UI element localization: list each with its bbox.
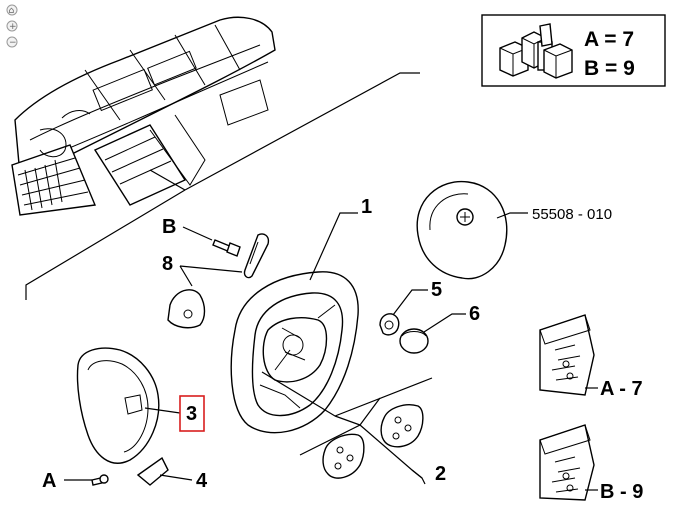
legend-line-b: B = 9 — [584, 57, 635, 80]
leader-6 — [423, 313, 466, 333]
leader-3 — [144, 407, 181, 414]
label-kit-a: A - 7 — [600, 378, 643, 400]
part-5-nut[interactable] — [379, 313, 400, 336]
zoom-in-button[interactable]: + — [6, 20, 18, 32]
home-icon: ⌂ — [9, 6, 15, 16]
steering-wheel[interactable] — [230, 271, 359, 434]
leader-1 — [309, 212, 358, 281]
label-bolt-b: B — [162, 216, 176, 238]
leader-bolt-b — [182, 226, 213, 241]
fastener-kit-a[interactable] — [539, 314, 595, 396]
label-part-2: 2 — [435, 463, 446, 485]
label-kit-b: B - 9 — [600, 481, 643, 503]
part-8-clip[interactable] — [243, 233, 270, 279]
zoom-fit-button[interactable]: ⌂ — [6, 4, 18, 16]
part-3-trim[interactable] — [76, 347, 160, 464]
dashboard-illustration — [11, 16, 276, 216]
label-airbag-code: 55508 - 010 — [532, 206, 612, 223]
label-bolt-a: A — [42, 470, 56, 492]
part-4-clip[interactable] — [136, 456, 169, 486]
part-6-cap[interactable] — [399, 328, 429, 354]
leader-airbag — [496, 212, 528, 219]
label-part-6: 6 — [469, 303, 480, 325]
bolt-b[interactable] — [212, 239, 241, 257]
zoom-out-button[interactable]: − — [6, 36, 18, 48]
label-part-3: 3 — [186, 403, 197, 425]
leader-2-end — [411, 469, 423, 479]
label-part-4: 4 — [196, 470, 208, 492]
zoom-out-icon: − — [9, 38, 17, 48]
leader-4 — [159, 474, 193, 481]
highlight-part-3 — [179, 395, 205, 432]
fastener-kit-icon — [499, 23, 573, 79]
leader-2-steering — [261, 371, 433, 426]
leader-8 — [179, 265, 243, 287]
callout-line-dashboard — [184, 72, 420, 191]
callout-line-dashboard-lower — [25, 189, 186, 300]
label-part-5: 5 — [431, 279, 442, 301]
part-2-right-buttons[interactable] — [380, 404, 424, 448]
zoom-in-icon: + — [9, 22, 17, 32]
leader-5 — [392, 289, 428, 316]
part-8-cover[interactable] — [167, 289, 206, 329]
label-part-8: 8 — [162, 253, 173, 275]
legend-line-a: A = 7 — [584, 28, 634, 51]
label-part-1: 1 — [361, 196, 372, 218]
fastener-legend: A = 7 B = 9 — [481, 14, 666, 87]
part-2-left-buttons[interactable] — [322, 433, 365, 479]
bolt-a[interactable] — [91, 474, 109, 486]
fastener-kit-b[interactable] — [539, 424, 595, 501]
airbag-module[interactable] — [416, 180, 508, 280]
